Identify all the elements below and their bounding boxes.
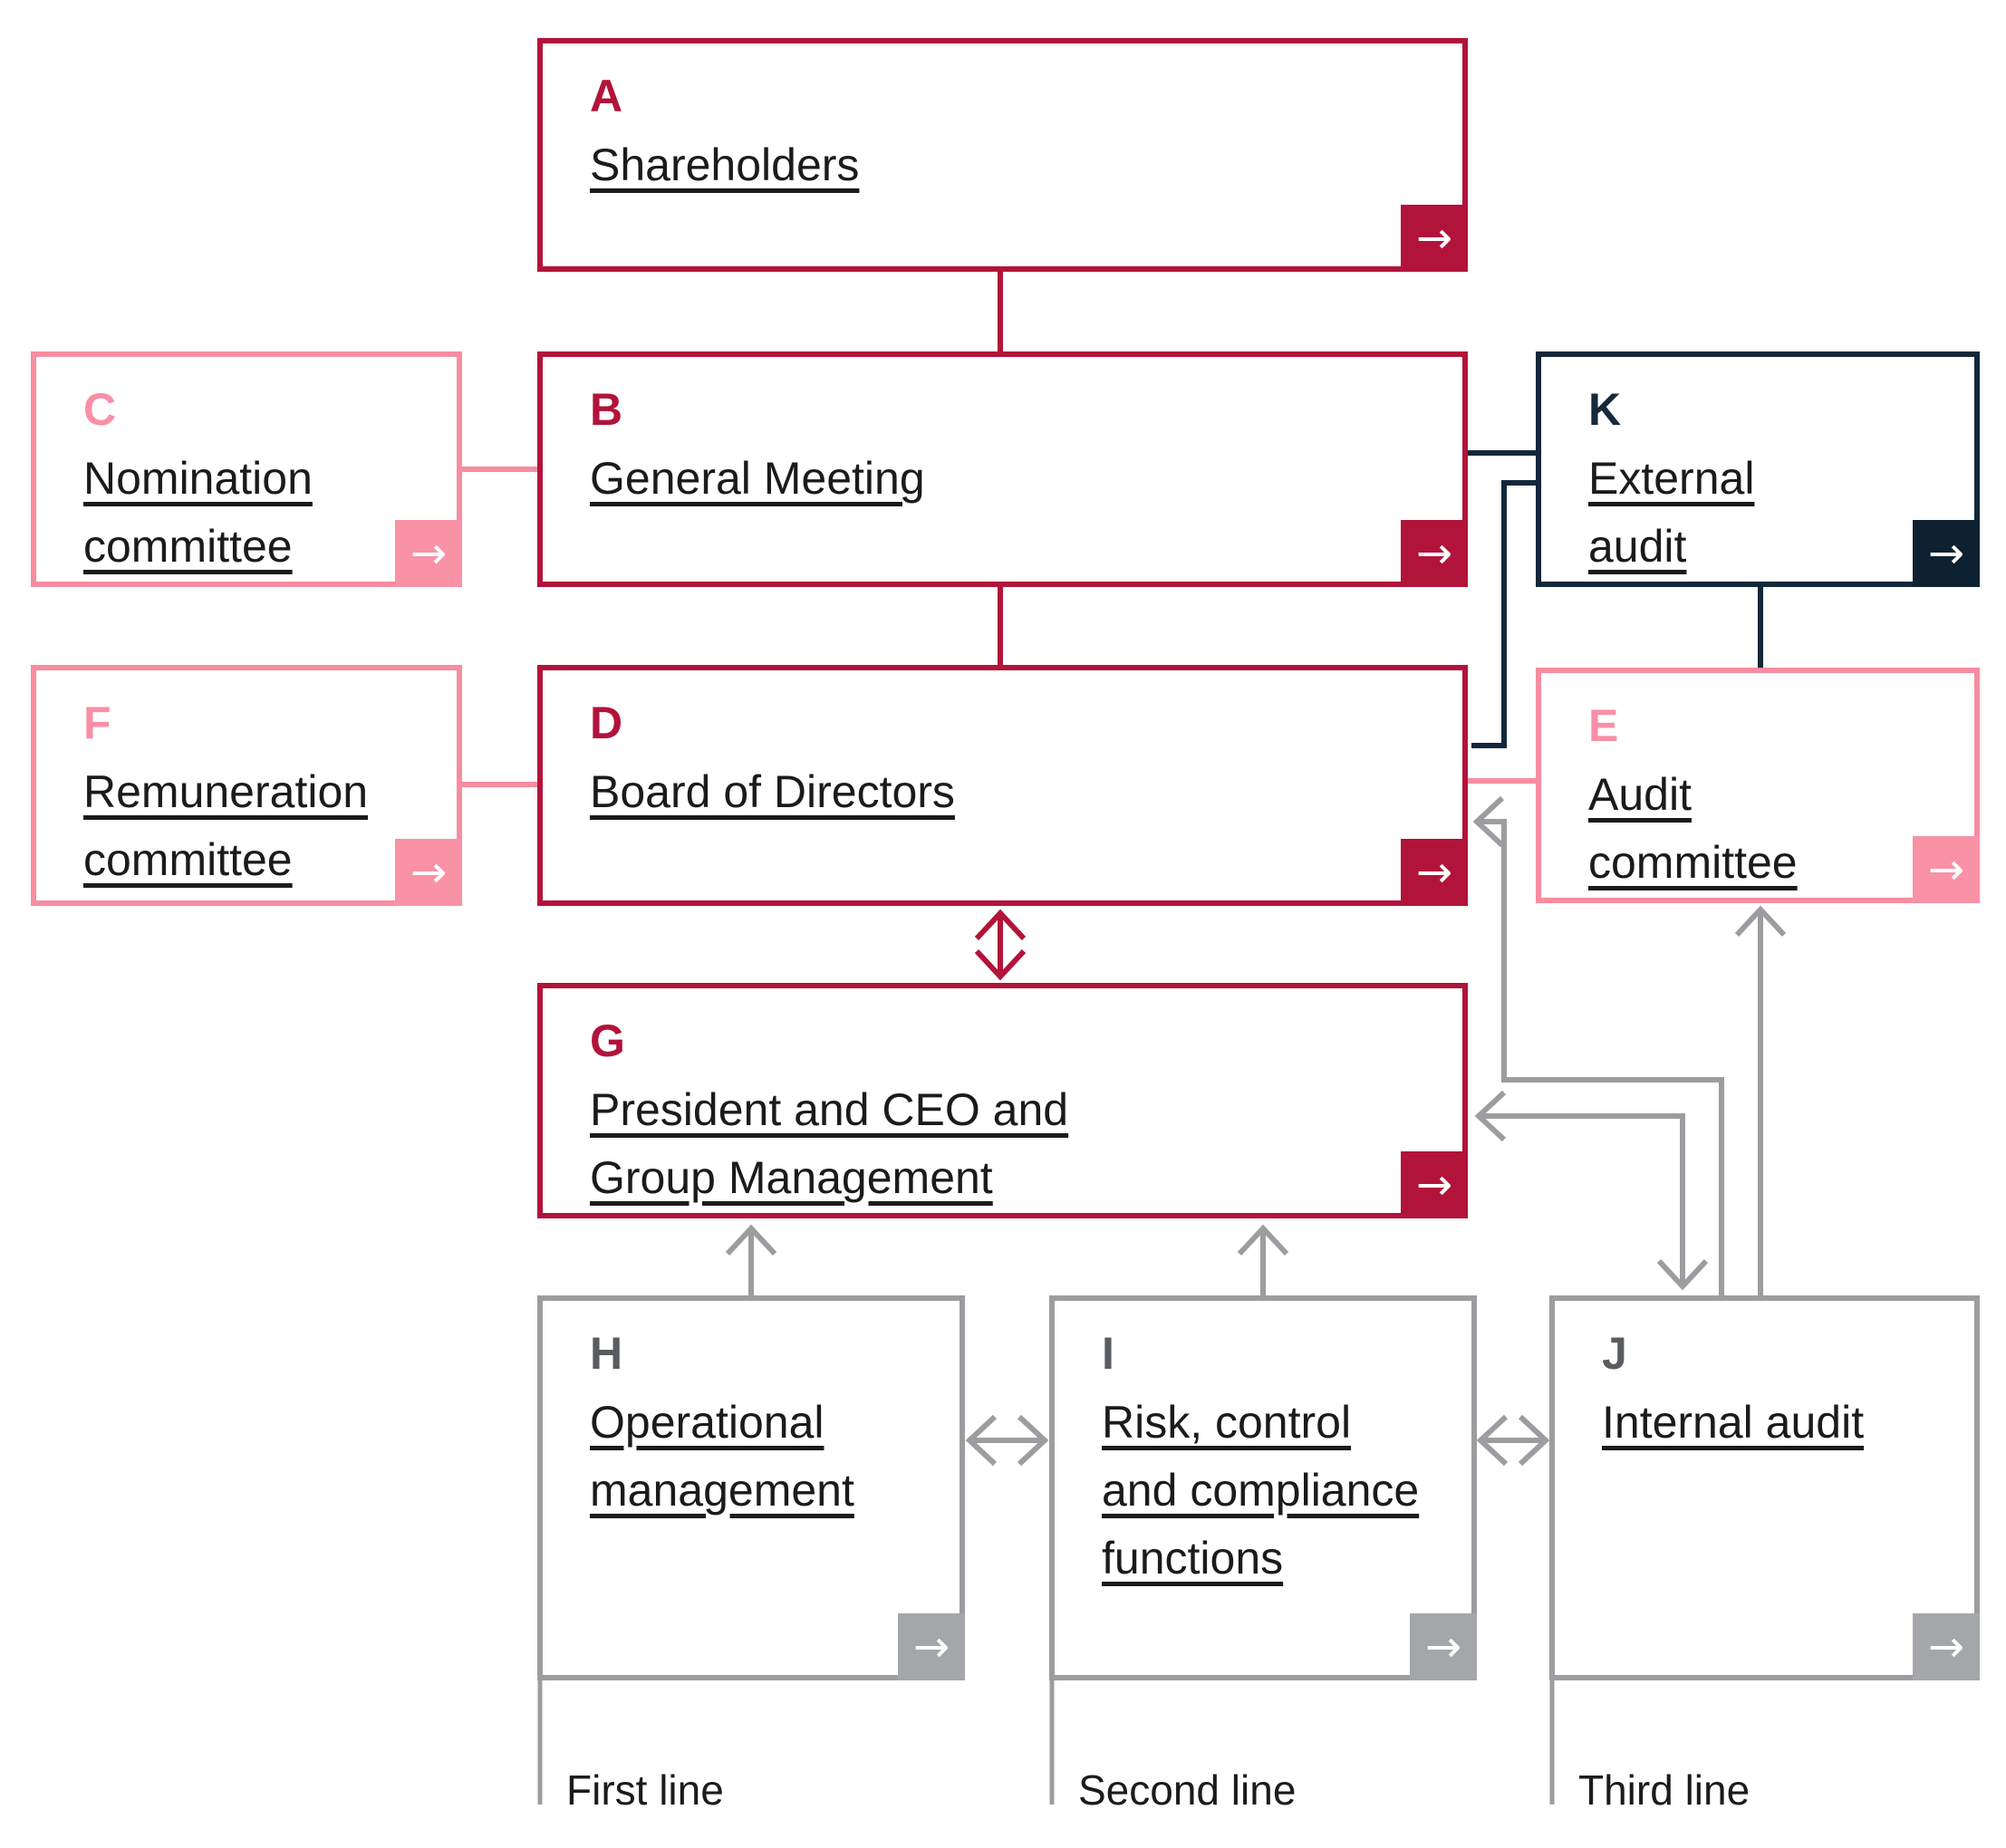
arrowhead-right-i-j — [1518, 1414, 1550, 1467]
box-audit-committee[interactable]: E Audit committee → — [1536, 668, 1980, 903]
box-remuneration-committee[interactable]: F Remuneration committee → — [31, 665, 462, 906]
box-label-internal-audit[interactable]: Internal audit — [1602, 1397, 1865, 1448]
arrowhead-down-at-g — [974, 948, 1027, 981]
arrow-icon[interactable]: → — [1401, 1151, 1468, 1218]
box-label-president-ceo[interactable]: President and CEO and Group Management — [590, 1084, 1069, 1203]
box-letter-b: B — [590, 384, 623, 435]
box-label-board-of-directors[interactable]: Board of Directors — [590, 766, 955, 817]
box-shareholders[interactable]: A Shareholders → — [537, 38, 1468, 272]
box-president-ceo-group-management[interactable]: G President and CEO and Group Management… — [537, 983, 1468, 1218]
arrow-icon[interactable]: → — [1410, 1613, 1477, 1680]
box-nomination-committee[interactable]: C Nomination committee → — [31, 351, 462, 587]
box-internal-audit[interactable]: J Internal audit → — [1549, 1295, 1980, 1680]
connector-j-to-d-line — [1477, 819, 1724, 1297]
box-label-audit-committee[interactable]: Audit committee — [1588, 769, 1798, 888]
connector-k-to-d — [1471, 480, 1540, 748]
box-letter-i: I — [1102, 1328, 1114, 1379]
box-risk-control-compliance[interactable]: I Risk, control and compliance functions… — [1049, 1295, 1477, 1680]
arrowhead-left-i-j — [1476, 1414, 1509, 1467]
arrowhead-up-at-d — [974, 909, 1027, 941]
box-label-external-audit[interactable]: External audit — [1588, 453, 1755, 572]
arrowhead-down-at-j — [1656, 1258, 1709, 1291]
box-board-of-directors[interactable]: D Board of Directors → — [537, 665, 1468, 906]
arrow-icon[interactable]: → — [1913, 520, 1980, 587]
arrow-icon[interactable]: → — [1401, 839, 1468, 906]
arrow-icon[interactable]: → — [395, 520, 462, 587]
box-external-audit[interactable]: K External audit → — [1536, 351, 1980, 587]
box-letter-h: H — [590, 1328, 623, 1379]
arrow-icon[interactable]: → — [898, 1613, 965, 1680]
box-letter-d: D — [590, 698, 623, 748]
box-letter-a: A — [590, 71, 623, 121]
arrowhead-up-i-to-g — [1237, 1224, 1289, 1256]
arrow-icon[interactable]: → — [395, 839, 462, 906]
arrow-icon[interactable]: → — [1401, 205, 1468, 272]
footnote-first-line: First line — [566, 1766, 724, 1814]
box-general-meeting[interactable]: B General Meeting → — [537, 351, 1468, 587]
box-letter-f: F — [83, 698, 111, 748]
arrowhead-left-h-i — [965, 1414, 998, 1467]
box-label-operational-management[interactable]: Operational management — [590, 1397, 854, 1516]
box-operational-management[interactable]: H Operational management → — [537, 1295, 965, 1680]
box-label-general-meeting[interactable]: General Meeting — [590, 453, 925, 504]
box-label-risk-control-compliance[interactable]: Risk, control and compliance functions — [1102, 1397, 1420, 1583]
box-label-shareholders[interactable]: Shareholders — [590, 140, 860, 190]
footnote-second-line: Second line — [1078, 1766, 1297, 1814]
arrowhead-left-at-g — [1474, 1090, 1507, 1142]
box-letter-j: J — [1602, 1328, 1627, 1379]
arrowhead-up-h-to-g — [725, 1224, 777, 1256]
arrow-icon[interactable]: → — [1401, 520, 1468, 587]
footnote-third-line: Third line — [1578, 1766, 1750, 1814]
box-label-nomination-committee[interactable]: Nomination committee — [83, 453, 313, 572]
box-letter-k: K — [1588, 384, 1622, 435]
box-letter-g: G — [590, 1015, 625, 1066]
arrow-icon[interactable]: → — [1913, 1613, 1980, 1680]
box-letter-c: C — [83, 384, 117, 435]
connector-g-j-line — [1479, 1113, 1685, 1285]
arrow-icon[interactable]: → — [1913, 836, 1980, 903]
box-letter-e: E — [1588, 700, 1619, 751]
box-label-remuneration-committee[interactable]: Remuneration committee — [83, 766, 369, 885]
arrowhead-up-j-to-e — [1734, 905, 1787, 938]
arrowhead-right-h-i — [1017, 1414, 1049, 1467]
arrowhead-left-j-to-d — [1472, 795, 1505, 848]
